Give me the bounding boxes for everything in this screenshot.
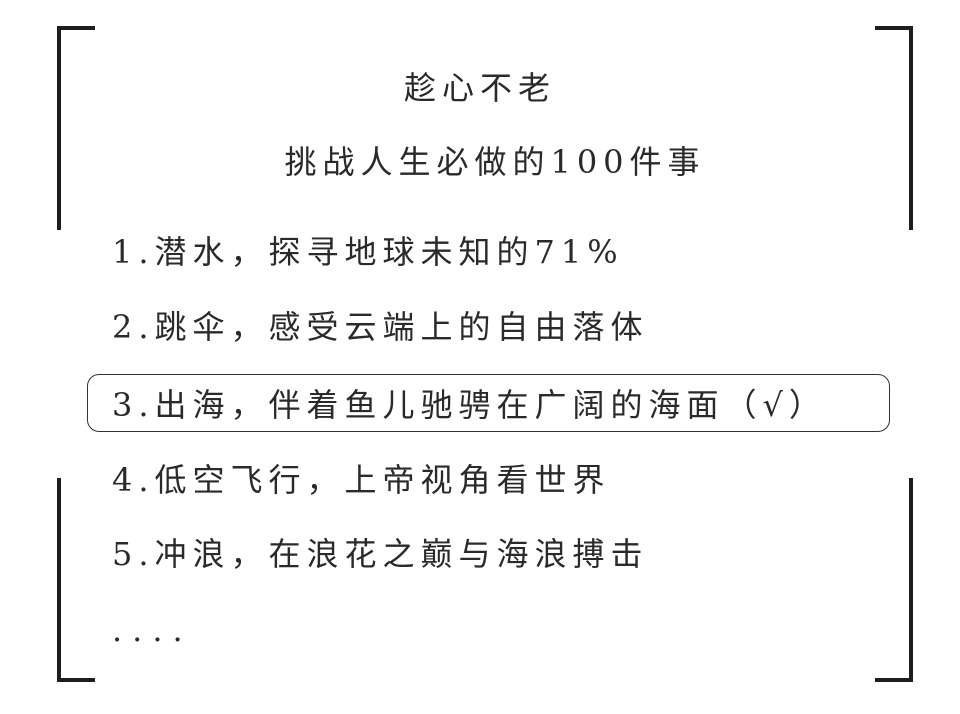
corner-bracket-bottom-right xyxy=(875,478,913,682)
list-item-4: 4.低空飞行，上帝视角看世界 xyxy=(112,461,611,499)
list-item-2: 2.跳伞，感受云端上的自由落体 xyxy=(112,308,649,346)
highlighted-item-box xyxy=(87,374,890,432)
list-ellipsis: .... xyxy=(112,611,193,649)
list-item-1: 1.潜水，探寻地球未知的71% xyxy=(112,233,624,271)
corner-bracket-top-left xyxy=(57,26,95,230)
page-title: 趁心不老 xyxy=(403,69,556,107)
corner-bracket-bottom-left xyxy=(57,478,95,682)
corner-bracket-top-right xyxy=(875,26,913,230)
list-item-5: 5.冲浪，在浪花之巅与海浪搏击 xyxy=(112,535,649,573)
page-subtitle: 挑战人生必做的100件事 xyxy=(284,143,706,181)
list-item-3: 3.出海，伴着鱼儿驰骋在广阔的海面（√） xyxy=(112,386,827,424)
